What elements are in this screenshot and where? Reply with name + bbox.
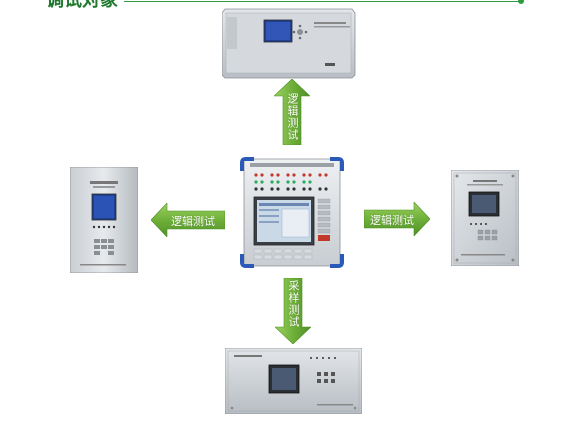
- top-arrow: 逻辑测试: [274, 79, 310, 145]
- right-arrow: 逻辑测试: [364, 202, 430, 236]
- header-rule-dot: [518, 0, 524, 4]
- rack-relay-image: [221, 8, 356, 79]
- wide-relay-image: [224, 347, 363, 415]
- right-arrow-label: 逻辑测试: [370, 214, 414, 227]
- bottom-relay-device: [224, 347, 363, 415]
- left-arrow-label: 逻辑测试: [171, 215, 215, 228]
- square-relay-image: [450, 169, 520, 267]
- section-header: 调试对象: [0, 0, 587, 14]
- top-relay-device: [221, 7, 356, 79]
- left-relay-device: [69, 166, 139, 274]
- bottom-arrow: 采样测试: [275, 278, 311, 344]
- right-relay-device: [450, 169, 520, 267]
- header-rule: [124, 1, 520, 2]
- center-tester-device: [238, 155, 346, 270]
- tester-image: [240, 157, 344, 268]
- bottom-arrow-label: 采样测试: [287, 280, 300, 328]
- top-arrow-label: 逻辑测试: [286, 93, 299, 141]
- left-arrow: 逻辑测试: [151, 203, 225, 237]
- panel-relay-image: [69, 166, 139, 274]
- section-title: 调试对象: [46, 0, 118, 11]
